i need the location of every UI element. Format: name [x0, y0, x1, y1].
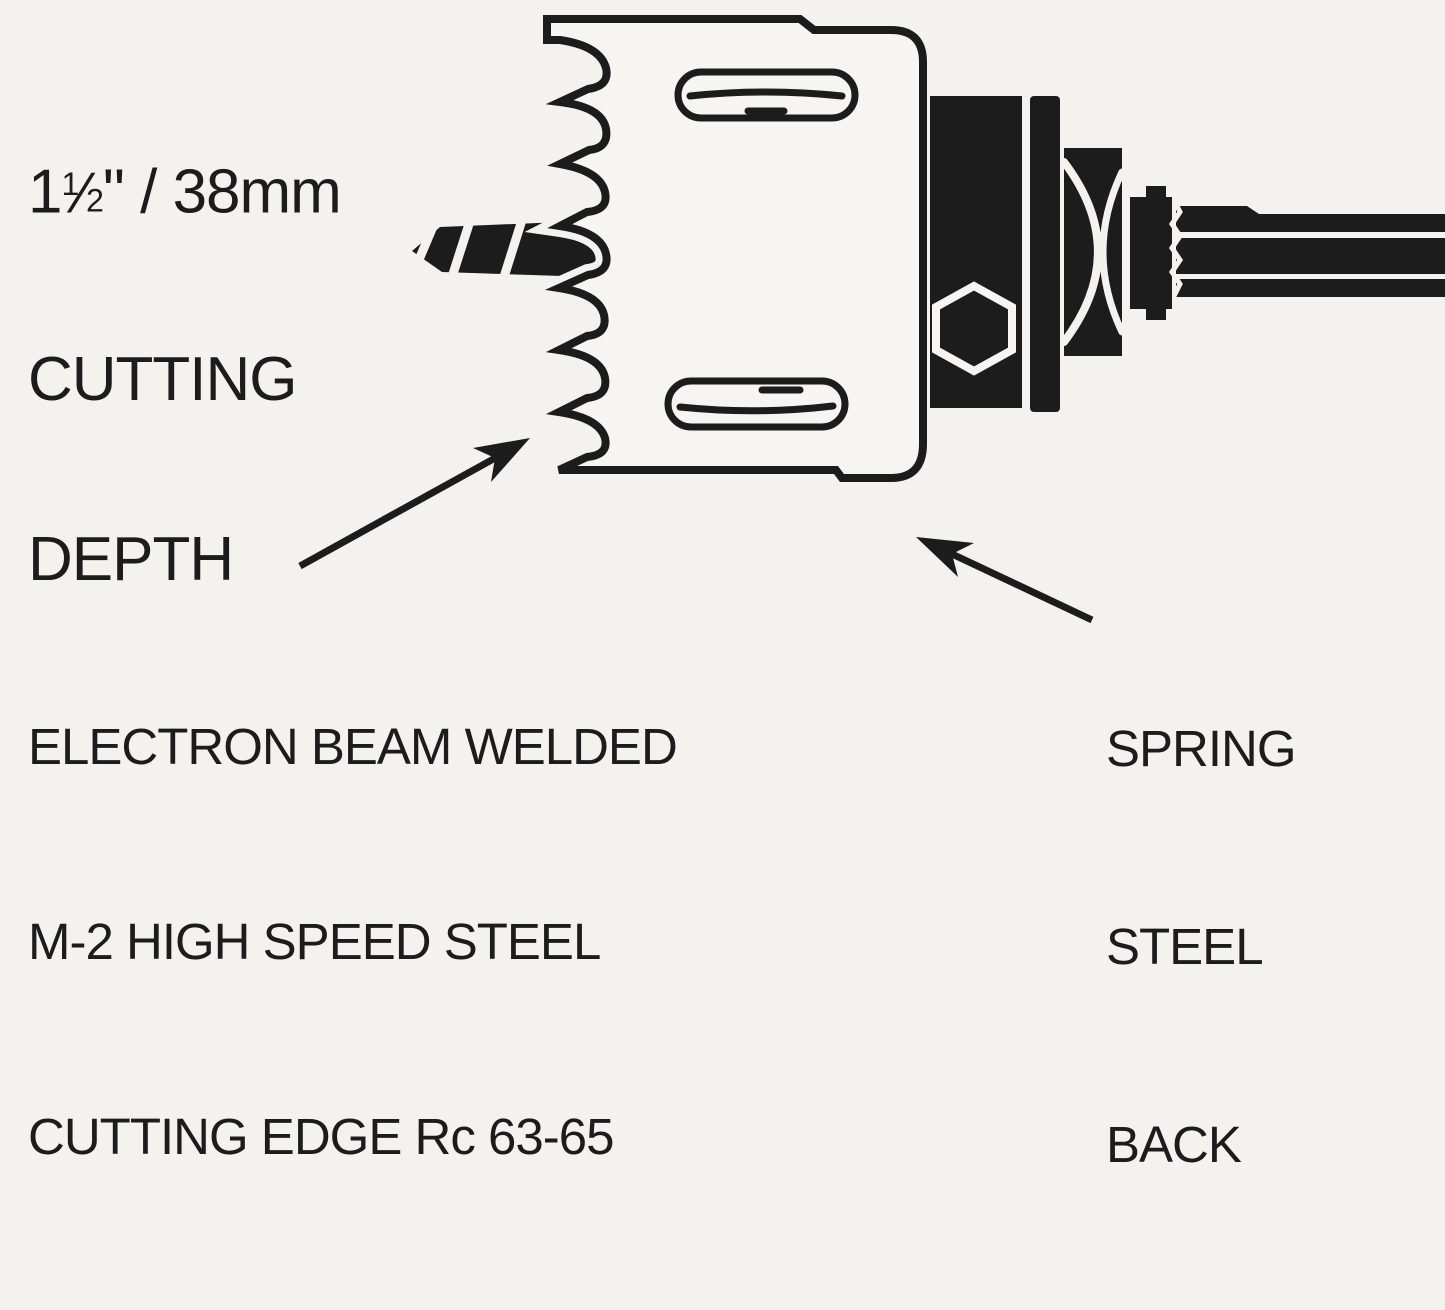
fraction-numerator: 1	[61, 166, 79, 202]
arrow-to-spring-steel-back	[916, 537, 1094, 624]
spring-steel-line3: BACK	[1106, 1116, 1242, 1173]
fraction-slash: ⁄	[78, 161, 87, 226]
hex-nut	[932, 281, 1016, 376]
spring-steel-line1: SPRING	[1106, 720, 1297, 777]
fraction-denominator: 2	[85, 182, 104, 219]
fraction-whole: 1	[28, 157, 62, 227]
arbor-back-plate	[1030, 96, 1060, 412]
diagram-stage: 11⁄2" / 38mm CUTTING DEPTH ELECTRON BEAM…	[28, 15, 1445, 1173]
arbor-collar	[930, 96, 1022, 408]
cutting-edge-line2: M-2 HIGH SPEED STEEL	[28, 913, 601, 970]
cutting-depth-suffix: " / 38mm	[102, 157, 342, 227]
cutting-edge-line1: ELECTRON BEAM WELDED	[28, 718, 678, 775]
knurled-nut	[1130, 186, 1172, 320]
vent-slot-top	[674, 68, 859, 122]
cutting-depth-line1: 11⁄2" / 38mm	[28, 154, 342, 230]
spring-washers	[1060, 148, 1126, 356]
spring-steel-back-label: SPRING STEEL BACK	[1106, 584, 1297, 1310]
cutting-edge-label: ELECTRON BEAM WELDED M-2 HIGH SPEED STEE…	[28, 584, 678, 1299]
cutting-edge-line3: CUTTING EDGE Rc 63-65	[28, 1108, 614, 1165]
cutting-depth-label: 11⁄2" / 38mm CUTTING DEPTH	[28, 34, 342, 710]
vent-slot-bottom	[664, 377, 849, 431]
cup-body	[543, 15, 927, 482]
drive-shank	[1168, 198, 1445, 298]
arbor-assembly	[930, 96, 1445, 412]
spring-steel-line2: STEEL	[1106, 918, 1264, 975]
cutting-depth-line2: CUTTING	[28, 345, 298, 415]
cutting-depth-line3: DEPTH	[28, 525, 234, 595]
hole-saw-illustration	[298, 15, 1445, 624]
arrow-to-cutting-edge	[298, 438, 530, 570]
